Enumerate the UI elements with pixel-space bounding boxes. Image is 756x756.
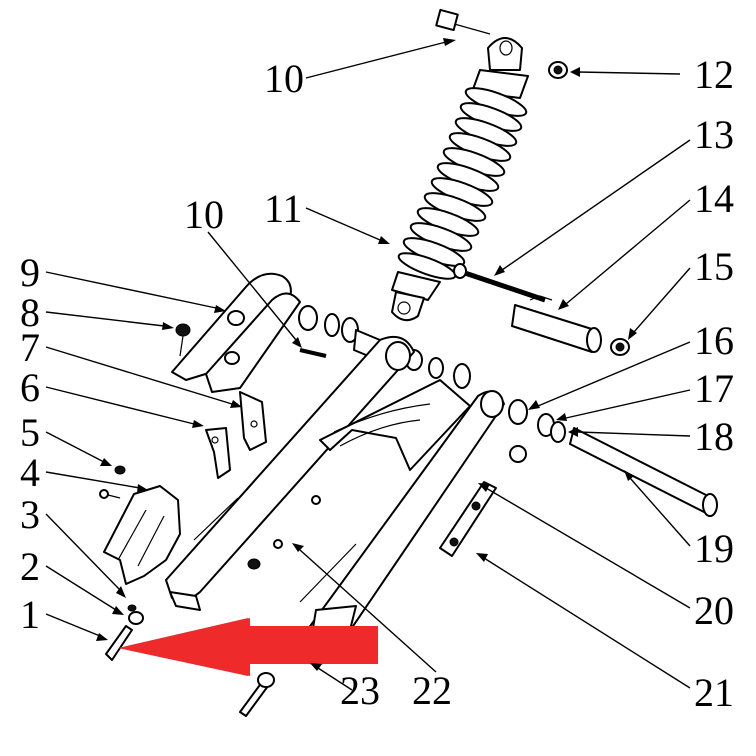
shock-bottom-eye bbox=[391, 291, 425, 322]
shock-spring bbox=[397, 87, 528, 280]
callout-16: 16 bbox=[694, 318, 734, 363]
callout-10-lower: 10 bbox=[184, 192, 224, 237]
small-fasteners bbox=[99, 465, 321, 717]
callout-17: 17 bbox=[694, 366, 734, 411]
callout-22: 22 bbox=[412, 668, 452, 713]
callout-3: 3 bbox=[20, 492, 40, 537]
callout-10-upper: 10 bbox=[264, 56, 304, 101]
callout-5: 5 bbox=[20, 410, 40, 455]
callout-labels: 1 2 3 4 5 6 7 8 9 10 10 11 12 13 14 15 1… bbox=[20, 52, 734, 715]
callout-11: 11 bbox=[264, 186, 303, 231]
nut-15 bbox=[610, 338, 630, 356]
callout-12: 12 bbox=[694, 52, 734, 97]
axle-19 bbox=[569, 427, 718, 517]
bolt-13 bbox=[453, 263, 546, 303]
nut-12 bbox=[548, 61, 568, 79]
bracket-7 bbox=[239, 391, 267, 451]
red-arrow-head bbox=[120, 618, 250, 676]
callout-15: 15 bbox=[694, 244, 734, 289]
screw-5 bbox=[114, 465, 126, 475]
callout-4: 4 bbox=[20, 450, 40, 495]
linkage-plate-right bbox=[205, 292, 301, 393]
pivot-bushings-lower bbox=[508, 399, 566, 463]
swingarm-crossmember bbox=[319, 379, 471, 471]
callout-23: 23 bbox=[340, 668, 380, 713]
chain-guide-4 bbox=[103, 485, 181, 585]
nut-2 bbox=[128, 611, 144, 625]
shock-top-bolt-head bbox=[435, 8, 459, 32]
callout-6: 6 bbox=[20, 365, 40, 410]
shock-top-eye-hole bbox=[499, 40, 513, 56]
callout-21: 21 bbox=[694, 670, 734, 715]
callout-20: 20 bbox=[694, 588, 734, 633]
callout-18: 18 bbox=[694, 414, 734, 459]
callout-2: 2 bbox=[20, 544, 40, 589]
callout-7: 7 bbox=[20, 325, 40, 370]
washer-3 bbox=[127, 604, 137, 612]
chain-slider-21 bbox=[439, 481, 497, 557]
callout-13: 13 bbox=[694, 112, 734, 157]
bracket-6 bbox=[205, 427, 231, 479]
callout-8: 8 bbox=[20, 290, 40, 335]
bolt-1 bbox=[105, 625, 133, 661]
leader-lines bbox=[45, 38, 691, 691]
linkage-plates bbox=[171, 272, 301, 393]
callout-9: 9 bbox=[20, 250, 40, 295]
shock-top-eye bbox=[487, 37, 523, 71]
shock-bottom-eye-hole bbox=[397, 301, 411, 315]
spacer-14 bbox=[511, 295, 602, 353]
callout-1: 1 bbox=[20, 592, 40, 637]
nut-8 bbox=[175, 323, 191, 337]
callout-19: 19 bbox=[694, 526, 734, 571]
callout-14: 14 bbox=[694, 176, 734, 221]
